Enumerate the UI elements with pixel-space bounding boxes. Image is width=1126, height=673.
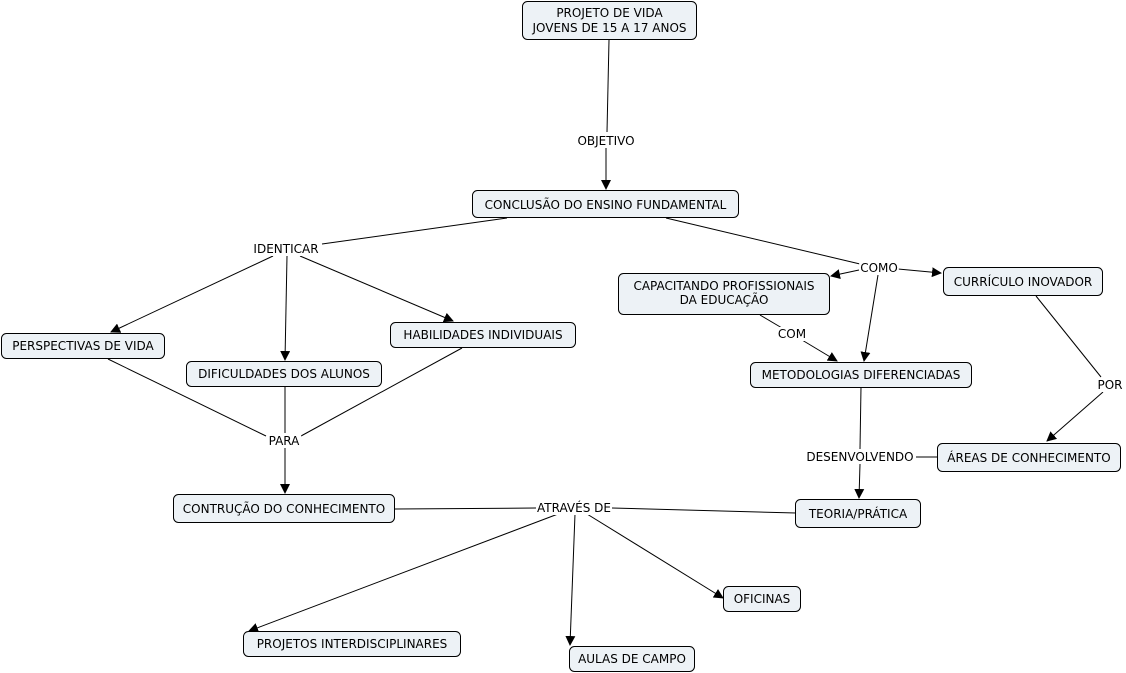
edge-atraves-projetos	[248, 513, 559, 633]
edge-perspectivas-para	[107, 358, 267, 437]
edge-identicar-dificuldades	[280, 255, 291, 361]
link-label-background	[776, 327, 808, 341]
link-como: COMO	[860, 261, 898, 275]
node-aulas-de-campo[interactable]: AULAS DE CAMPO	[569, 646, 695, 672]
node-conclusao[interactable]: CONCLUSÃO DO ENSINO FUNDAMENTAL	[472, 190, 739, 218]
link-com: COM	[778, 327, 806, 341]
node-construcao[interactable]: CONTRUÇÃO DO CONHECIMENTO	[173, 494, 395, 523]
edge-como-curriculo	[897, 267, 942, 278]
link-objetivo: OBJETIVO	[577, 134, 634, 148]
node-areas-label: ÁREAS DE CONHECIMENTO	[947, 450, 1110, 465]
link-label-background	[576, 134, 636, 148]
node-habilidades-label: HABILIDADES INDIVIDUAIS	[403, 328, 562, 342]
edge-atraves-oficinas	[586, 513, 724, 599]
edge-identicar-perspectivas	[110, 255, 274, 333]
link-label-background	[859, 261, 899, 275]
node-teoria-label: TEORIA/PRÁTICA	[808, 506, 908, 521]
edge-metodologias-desenvolvendo	[859, 386, 862, 450]
link-para: PARA	[269, 434, 301, 448]
edge-como-metodologias	[860, 274, 879, 362]
link-label-background	[805, 450, 915, 464]
edge-teoria-atraves	[611, 507, 797, 514]
link-label-background	[252, 242, 320, 256]
link-label-background	[267, 434, 302, 448]
edge-identicar-habilidades	[299, 255, 454, 323]
node-metodologias-label: METODOLOGIAS DIFERENCIADAS	[762, 368, 961, 382]
edge-habilidades-para	[300, 347, 463, 437]
node-areas[interactable]: ÁREAS DE CONHECIMENTO	[937, 443, 1121, 472]
edge-capacitando-com	[759, 314, 783, 329]
link-desenvolvendo: DESENVOLVENDO	[806, 450, 913, 464]
node-capacitando[interactable]: CAPACITANDO PROFISSIONAIS DA EDUCAÇÃO	[618, 273, 830, 315]
link-atraves-de: ATRAVÉS DE	[537, 500, 611, 515]
edge-atraves-aulas	[565, 513, 576, 646]
edge-curriculo-por	[1035, 295, 1102, 378]
connectors	[107, 39, 1104, 646]
node-curriculo[interactable]: CURRÍCULO INOVADOR	[943, 267, 1103, 296]
linking-phrases: OBJETIVO IDENTICAR COMO COM POR PARA DES…	[252, 134, 1124, 515]
node-capacitando-line1: CAPACITANDO PROFISSIONAIS	[633, 279, 814, 293]
node-conclusao-label: CONCLUSÃO DO ENSINO FUNDAMENTAL	[485, 197, 727, 212]
node-curriculo-label: CURRÍCULO INOVADOR	[954, 274, 1092, 289]
link-label-background	[536, 500, 612, 515]
node-dificuldades-label: DIFICULDADES DOS ALUNOS	[198, 367, 370, 381]
node-habilidades[interactable]: HABILIDADES INDIVIDUAIS	[390, 322, 576, 348]
node-oficinas-label: OFICINAS	[734, 592, 791, 606]
edge-como-capacitando	[830, 269, 860, 280]
node-teoria-pratica[interactable]: TEORIA/PRÁTICA	[795, 499, 921, 528]
node-metodologias[interactable]: METODOLOGIAS DIFERENCIADAS	[750, 362, 972, 388]
link-por: POR	[1097, 378, 1122, 392]
node-projetos-interdisciplinares[interactable]: PROJETOS INTERDISCIPLINARES	[243, 631, 461, 657]
node-perspectivas-label: PERSPECTIVAS DE VIDA	[12, 339, 154, 353]
edge-construcao-atraves	[394, 507, 537, 510]
link-label-background	[1096, 378, 1124, 392]
edge-conclusao-identicar	[321, 217, 508, 245]
edge-conclusao-como	[665, 217, 861, 265]
node-projeto-de-vida[interactable]: PROJETO DE VIDA JOVENS DE 15 A 17 ANOS	[522, 1, 697, 40]
link-identicar: IDENTICAR	[253, 242, 318, 256]
edge-projeto-objetivo	[606, 39, 610, 133]
node-projeto-line2: JOVENS DE 15 A 17 ANOS	[531, 21, 686, 35]
node-construcao-label: CONTRUÇÃO DO CONHECIMENTO	[183, 501, 385, 516]
node-aulas-label: AULAS DE CAMPO	[578, 652, 686, 666]
node-oficinas[interactable]: OFICINAS	[723, 586, 801, 612]
node-projetos-label: PROJETOS INTERDISCIPLINARES	[257, 637, 448, 651]
node-dificuldades[interactable]: DIFICULDADES DOS ALUNOS	[186, 361, 382, 387]
edge-por-areas	[1046, 391, 1104, 442]
edge-com-metodologias	[801, 339, 838, 362]
edge-desenvolvendo-teoria	[854, 463, 865, 499]
node-perspectivas[interactable]: PERSPECTIVAS DE VIDA	[1, 333, 165, 359]
node-projeto-line1: PROJETO DE VIDA	[556, 6, 663, 20]
node-capacitando-line2: DA EDUCAÇÃO	[680, 292, 769, 307]
